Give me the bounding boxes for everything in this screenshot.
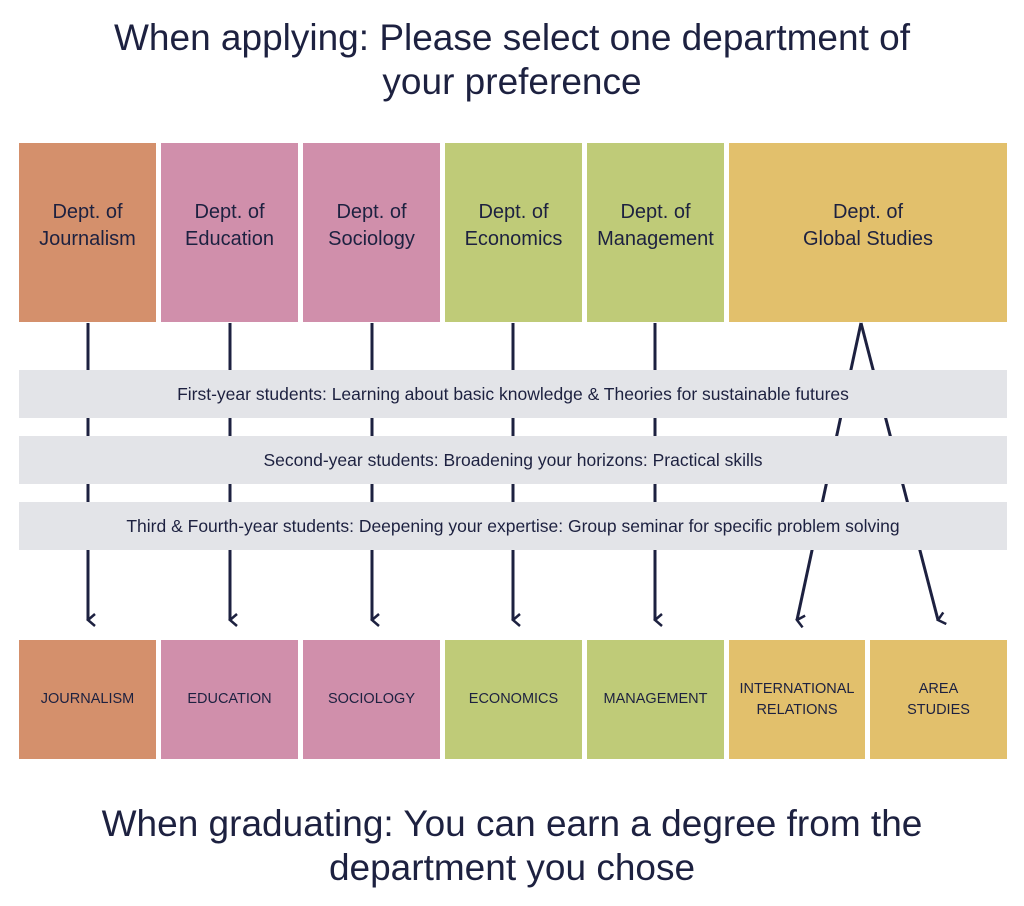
footer-title: When graduating: You can earn a degree f…	[0, 802, 1024, 890]
header-title: When applying: Please select one departm…	[0, 16, 1024, 104]
stage-second-year: Second-year students: Broadening your ho…	[19, 436, 1007, 484]
header-line-2: your preference	[382, 61, 642, 102]
stage-first-year: First-year students: Learning about basi…	[19, 370, 1007, 418]
footer-line-2: department you chose	[328, 847, 696, 888]
degree-education: Education	[161, 640, 298, 759]
degree-economics: Economics	[445, 640, 582, 759]
degree-sociology: Sociology	[303, 640, 440, 759]
footer-line-1: When graduating: You can earn a degree f…	[101, 803, 923, 844]
degree-management: Management	[587, 640, 724, 759]
stage-third-fourth-year: Third & Fourth-year students: Deepening …	[19, 502, 1007, 550]
degree-area-studies: AreaStudies	[870, 640, 1007, 759]
degree-international-relations: InternationalRelations	[729, 640, 865, 759]
header-line-1: When applying: Please select one departm…	[114, 17, 910, 58]
degree-journalism: Journalism	[19, 640, 156, 759]
